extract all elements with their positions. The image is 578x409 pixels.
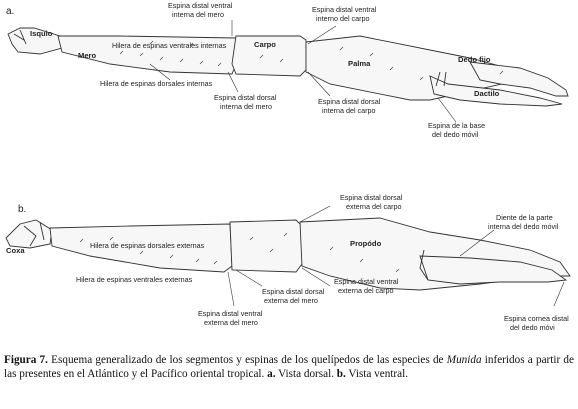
- spines-a: [119, 40, 504, 81]
- label-ventral-mero-b-1: Espina distal ventral: [198, 309, 263, 318]
- label-hilera-ventrales-internas: Hilera de espinas ventrales internas: [112, 41, 227, 50]
- label-dorsal-carpo-b-1: Espina distal dorsal: [340, 193, 403, 202]
- label-dorsal-mero-1: Espina distal dorsal: [214, 93, 277, 102]
- caption-a-label: a.: [267, 368, 276, 380]
- caption-text-1: Esquema generalizado de los segmentos y …: [47, 354, 447, 366]
- dedo-movil-b-segment: [419, 255, 568, 285]
- panel-a-label: a.: [6, 6, 14, 17]
- caption-b-text: Vista ventral.: [345, 368, 409, 380]
- label-cornea-1: Espina cornea distal: [504, 314, 569, 323]
- mero-segment: [57, 35, 237, 75]
- carpo-segment: [231, 35, 307, 77]
- caption-a-text: Vista dorsal.: [275, 368, 337, 380]
- label-ventral-mero-2: interna del mero: [172, 10, 224, 19]
- caption-b-label: b.: [336, 368, 346, 380]
- label-hilera-dorsales-internas: Hilera de espinas dorsales internas: [100, 79, 213, 88]
- label-ventral-carpo-1: Espina distal ventral: [312, 5, 377, 14]
- label-ventral-carpo-2: interno del carpo: [316, 14, 370, 23]
- label-ventral-mero-1: Espina distal ventral: [168, 1, 233, 10]
- label-mero: Mero: [78, 51, 97, 60]
- panel-b-label: b.: [18, 204, 26, 215]
- label-cornea-2: del dedo móvi: [510, 323, 555, 332]
- spines-b: [79, 232, 400, 273]
- label-dactilo: Dactilo: [474, 89, 500, 98]
- label-dorsal-carpo-2: interna del carpo: [322, 106, 376, 115]
- label-dorsal-mero-2: interna del mero: [220, 102, 272, 111]
- panel-b: b.: [5, 193, 571, 332]
- label-ventral-carpo-b-1: Espina distal ventral: [334, 277, 399, 286]
- label-dedo-fijo: Dedo fijo: [458, 55, 491, 64]
- label-isquio: Isquio: [30, 29, 53, 38]
- label-carpo: Carpo: [254, 40, 276, 49]
- label-dorsal-mero-b-1: Espina distal dorsal: [262, 287, 325, 296]
- label-coxa: Coxa: [6, 246, 25, 255]
- label-diente-2: interna del dedo móvil: [488, 222, 559, 231]
- label-propodo: Propódo: [350, 239, 382, 248]
- label-ventral-carpo-b-2: externa del carpo: [338, 286, 394, 295]
- label-diente-1: Diente de la parte: [496, 213, 553, 222]
- coxa-segment: [5, 219, 53, 249]
- caption-text-2: inferidos a partir de las presentes en e…: [4, 354, 574, 380]
- label-hilera-ventrales-externas: Hilera de espinas ventrales externas: [76, 275, 193, 284]
- mero-b-segment: [49, 223, 233, 273]
- cheliped-diagram: a.: [5, 1, 571, 332]
- carpo-b-segment: [229, 219, 303, 273]
- label-base-dedo-2: del dedo móvil: [432, 130, 479, 139]
- label-hilera-dorsales-externas: Hilera de espinas dorsales externas: [90, 241, 205, 250]
- label-base-dedo-1: Espina de la base: [428, 121, 485, 130]
- label-dorsal-carpo-1: Espina distal dorsal: [318, 97, 381, 106]
- dedo-fijo-segment: [469, 61, 569, 97]
- dactilo-segment: [429, 75, 563, 107]
- label-dorsal-mero-b-2: externa del mero: [264, 296, 318, 305]
- caption-figure-label: Figura 7.: [4, 354, 48, 366]
- panel-a: a.: [6, 1, 569, 139]
- label-ventral-mero-b-2: externa del mero: [204, 318, 258, 327]
- figure-caption: Figura 7. Esquema generalizado de los se…: [4, 353, 574, 381]
- label-dorsal-carpo-b-2: externa del carpo: [346, 202, 402, 211]
- caption-genus: Munida: [446, 354, 482, 366]
- label-palma: Palma: [348, 59, 371, 68]
